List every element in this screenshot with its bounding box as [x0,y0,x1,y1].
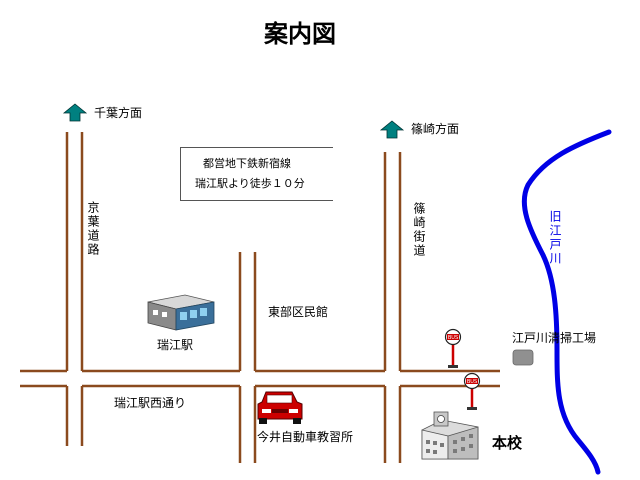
driving-school-label: 今井自動車教習所 [257,430,354,444]
school-building-icon [421,411,479,460]
train-icon [147,294,215,331]
road-label-shinozaki-kaido: 篠崎街道 [412,202,426,258]
map-title: 案内図 [264,20,336,48]
community-hall-label: 東部区民館 [268,305,329,319]
road-network [20,132,500,463]
road-label-mizue-nishi: 瑞江駅西通り [114,396,187,410]
up-arrow-icon [62,103,88,122]
bus-stop-icon: BUS [463,372,481,410]
walking-time: 瑞江駅より徒歩１０分 [195,177,305,190]
river-label: 旧江戸川 [548,210,562,266]
bus-stop-icon: BUS [444,328,462,368]
bus-sign-text: BUS [467,379,477,385]
school-label: 本校 [492,434,523,452]
station-label: 瑞江駅 [157,338,194,352]
subway-line-name: 都営地下鉄新宿線 [203,157,291,170]
river-kyu-edogawa [521,129,612,475]
direction-chiba: 千葉方面 [94,106,143,120]
road-label-keiyo: 京葉道路 [86,201,100,257]
car-icon [257,391,303,424]
subway-info-box: 都営地下鉄新宿線 瑞江駅より徒歩１０分 [180,147,333,201]
direction-shinozaki: 篠崎方面 [411,122,460,136]
up-arrow-icon [379,120,405,139]
factory-icon [512,349,534,366]
cleaning-plant-label: 江戸川清掃工場 [512,331,597,345]
bus-sign-text: BUS [448,335,458,341]
